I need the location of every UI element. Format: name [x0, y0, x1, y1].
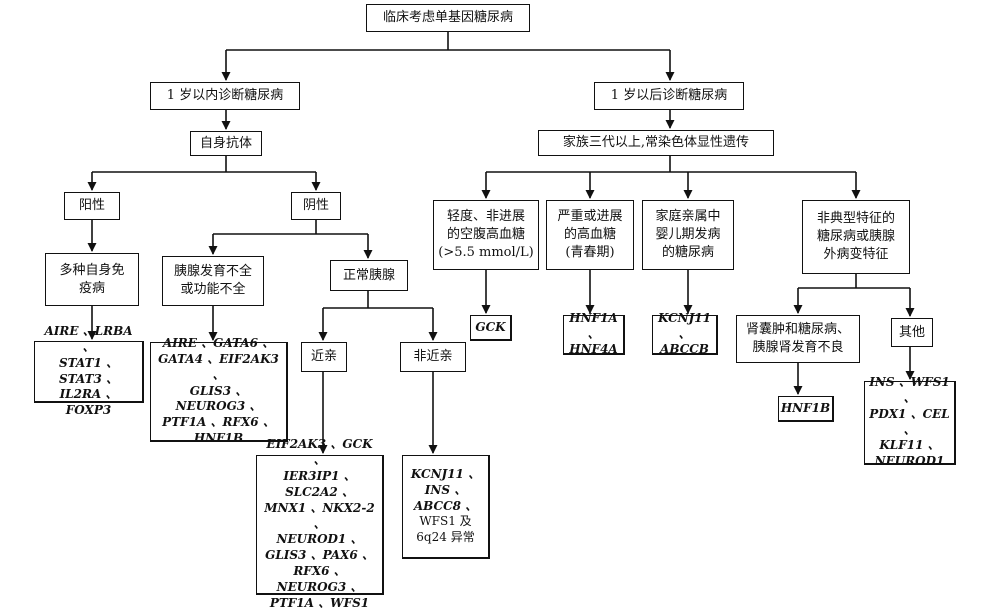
before-1y-text: 1 岁以内诊断糖尿病 — [166, 88, 284, 104]
pancreas-defect-node: 胰腺发育不全 或功能不全 — [162, 256, 264, 306]
consanguineous-genes-line-4: NEUROD1 、 — [276, 532, 363, 547]
other-genes-line-4: NEUROD1 — [874, 454, 945, 469]
non-consanguineous-genes-line-4: WFS1 及 — [419, 514, 472, 529]
autoantibody-text: 自身抗体 — [199, 135, 252, 151]
non-consanguineous-text: 非近亲 — [413, 349, 453, 365]
after-1y-node: 1 岁以后诊断糖尿病 — [594, 82, 744, 110]
pancreas-genes-line-5: HNF1B — [193, 431, 244, 446]
other-text: 其他 — [898, 324, 925, 340]
infant-genes-node: KCNJ11 、 ABCCB — [652, 311, 718, 357]
mild-line-2: 的空腹高血糖 — [446, 227, 525, 243]
consanguineous-genes-line-5: GLIS3 、PAX6 、 — [265, 548, 374, 563]
other-genes-line-1: INS 、WFS1 、 — [869, 375, 950, 405]
infant-genes-line-2: ABCCB — [660, 342, 709, 357]
positive-node: 阳性 — [64, 192, 120, 220]
pancreas-defect-line-2: 或功能不全 — [180, 282, 246, 297]
autoantibody-node: 自身抗体 — [190, 131, 262, 156]
mild-line-3: (>5.5 mmol/L) — [438, 244, 534, 260]
non-consanguineous-genes-line-5: 6q24 异常 — [416, 530, 475, 545]
other-genes-line-3: KLF11 、 — [879, 438, 940, 453]
positive-genes-node: AIRE 、LRBA 、 STAT1 、STAT3 、 IL2RA 、FOXP3 — [34, 324, 144, 417]
autoimmune-node: 多种自身免 疫病 — [45, 253, 139, 306]
pancreas-defect-line-1: 胰腺发育不全 — [173, 264, 252, 280]
renal-genes-text: HNF1B — [780, 400, 831, 415]
infant-line-2: 婴儿期发病 — [655, 227, 721, 243]
atypical-line-2: 糖尿病或胰腺 — [816, 229, 895, 245]
after-1y-text: 1 岁以后诊断糖尿病 — [610, 88, 728, 104]
before-1y-node: 1 岁以内诊断糖尿病 — [150, 82, 300, 110]
severe-node: 严重或进展 的高血糖 (青春期) — [546, 200, 634, 270]
severe-line-2: 的高血糖 — [563, 227, 616, 243]
renal-line-2: 胰腺肾发育不良 — [752, 340, 844, 355]
infant-line-1: 家庭亲属中 — [655, 209, 721, 225]
consanguineous-genes-node: EIF2AK3 、GCK 、 IER3IP1 、SLC2A2 、 MNX1 、N… — [256, 437, 384, 610]
pancreas-genes-line-4: PTF1A 、RFX6 、 — [162, 415, 275, 430]
family-node: 家族三代以上,常染色体显性遗传 — [538, 130, 774, 156]
infant-line-3: 的糖尿病 — [661, 244, 714, 260]
root-node: 临床考虑单基因糖尿病 — [366, 4, 530, 32]
infant-genes-line-1: KCNJ11 、 — [657, 310, 711, 341]
pancreas-genes-line-3: GLIS3 、NEUROG3 、 — [175, 383, 262, 414]
severe-genes-node: HNF1A 、 HNF4A — [563, 311, 625, 357]
non-consanguineous-node: 非近亲 — [400, 342, 466, 372]
consanguineous-node: 近亲 — [301, 342, 347, 372]
pancreas-genes-line-2: GATA4 、EIF2AK3 、 — [158, 351, 279, 382]
severe-genes-line-1: HNF1A 、 — [569, 310, 618, 341]
consanguineous-genes-line-7: PTF1A 、WFS1 — [269, 595, 370, 610]
consanguineous-text: 近亲 — [310, 349, 337, 365]
mild-node: 轻度、非进展 的空腹高血糖 (>5.5 mmol/L) — [433, 200, 539, 270]
pancreas-defect-genes-node: AIRE 、GATA6 、 GATA4 、EIF2AK3 、 GLIS3 、NE… — [150, 336, 288, 445]
non-consanguineous-genes-line-3: ABCC8 、 — [413, 498, 478, 513]
pancreas-genes-line-1: AIRE 、GATA6 、 — [162, 336, 275, 351]
renal-node: 肾囊肿和糖尿病、 胰腺肾发育不良 — [736, 315, 860, 363]
consanguineous-genes-line-6: RFX6 、NEUROG3 、 — [276, 564, 363, 594]
root-text: 临床考虑单基因糖尿病 — [382, 10, 513, 26]
positive-genes-line-2: STAT1 、STAT3 、 — [58, 355, 119, 386]
normal-pancreas-node: 正常胰腺 — [330, 260, 408, 291]
severe-line-1: 严重或进展 — [557, 209, 623, 225]
atypical-line-1: 非典型特征的 — [816, 211, 895, 227]
autoimmune-line-2: 疫病 — [78, 280, 105, 296]
other-genes-line-2: PDX1 、CEL 、 — [869, 406, 950, 437]
normal-pancreas-text: 正常胰腺 — [342, 267, 395, 283]
mild-genes-text: GCK — [475, 319, 506, 334]
family-text: 家族三代以上,常染色体显性遗传 — [562, 135, 750, 151]
positive-genes-line-3: IL2RA 、FOXP3 — [59, 387, 118, 418]
non-consanguineous-genes-line-1: KCNJ11 、 — [410, 466, 481, 481]
consanguineous-genes-line-1: EIF2AK3 、GCK 、 — [266, 437, 373, 468]
mild-genes-node: GCK — [470, 315, 512, 341]
non-consanguineous-genes-line-2: INS 、 — [424, 482, 467, 497]
positive-text: 阳性 — [78, 198, 105, 214]
renal-genes-node: HNF1B — [778, 396, 834, 422]
atypical-line-3: 外病变特征 — [823, 246, 889, 262]
severe-genes-line-2: HNF4A — [569, 342, 618, 357]
positive-genes-line-1: AIRE 、LRBA 、 — [44, 324, 133, 354]
autoimmune-line-1: 多种自身免 — [59, 262, 125, 278]
other-node: 其他 — [891, 318, 933, 347]
atypical-node: 非典型特征的 糖尿病或胰腺 外病变特征 — [802, 200, 910, 274]
mild-line-1: 轻度、非进展 — [446, 209, 525, 225]
negative-text: 阴性 — [302, 198, 329, 214]
renal-line-1: 肾囊肿和糖尿病、 — [745, 322, 850, 338]
consanguineous-genes-line-2: IER3IP1 、SLC2A2 、 — [283, 469, 356, 499]
non-consanguineous-genes-node: KCNJ11 、 INS 、 ABCC8 、 WFS1 及 6q24 异常 — [402, 455, 490, 559]
other-genes-node: INS 、WFS1 、 PDX1 、CEL 、 KLF11 、 NEUROD1 — [864, 375, 956, 468]
severe-line-3: (青春期) — [565, 244, 615, 260]
negative-node: 阴性 — [291, 192, 341, 220]
infant-node: 家庭亲属中 婴儿期发病 的糖尿病 — [642, 200, 734, 270]
consanguineous-genes-line-3: MNX1 、NKX2-2 、 — [264, 500, 375, 531]
